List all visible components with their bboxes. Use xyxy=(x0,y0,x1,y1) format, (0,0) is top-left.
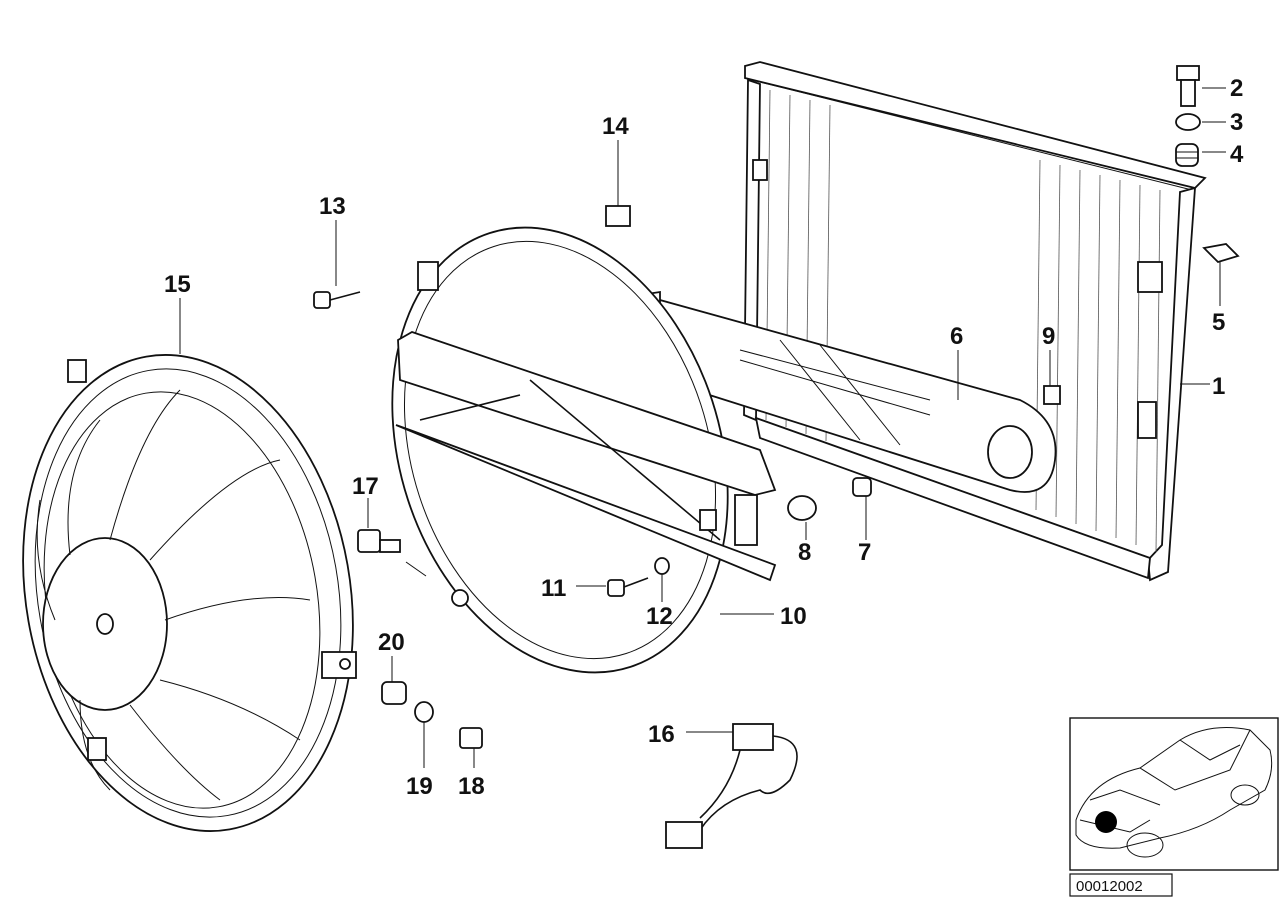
rubber-mount xyxy=(381,681,407,705)
callout-12: 12 xyxy=(646,603,673,630)
callout-8: 8 xyxy=(798,539,811,566)
bolt xyxy=(1176,65,1200,107)
callout-7: 7 xyxy=(858,539,871,566)
callout-20: 20 xyxy=(378,629,405,656)
clip xyxy=(1202,243,1240,264)
washer xyxy=(1175,113,1201,131)
callout-13: 13 xyxy=(319,193,346,220)
callout-18: 18 xyxy=(458,773,485,800)
callout-4: 4 xyxy=(1230,141,1244,168)
callout-17: 17 xyxy=(352,473,379,500)
wiring-harness xyxy=(665,723,798,849)
rubber-bushing xyxy=(1175,143,1199,167)
fan-shroud xyxy=(391,226,777,674)
callout-6: 6 xyxy=(950,323,963,350)
callout-15: 15 xyxy=(164,271,191,298)
callout-5: 5 xyxy=(1212,309,1225,336)
callout-9: 9 xyxy=(1042,323,1055,350)
screw xyxy=(607,577,649,597)
stud-bolt xyxy=(357,529,401,553)
nut-clip xyxy=(1043,385,1061,405)
callout-3: 3 xyxy=(1230,109,1243,136)
callout-11: 11 xyxy=(541,575,566,602)
callout-1: 1 xyxy=(1212,373,1225,400)
hex-nut xyxy=(459,727,483,749)
washer xyxy=(414,701,434,723)
callout-16: 16 xyxy=(648,721,675,748)
fan-assembly xyxy=(22,354,357,832)
washer-small xyxy=(654,557,670,575)
reference-number: 00012002 xyxy=(1076,878,1143,895)
callout-19: 19 xyxy=(406,773,433,800)
radiator-frame xyxy=(743,61,1207,582)
speed-nut xyxy=(605,205,631,227)
callout-14: 14 xyxy=(602,113,629,140)
location-marker xyxy=(1095,811,1117,833)
self-tapping-screw xyxy=(313,291,361,309)
callouts: 1 2 3 4 5 6 7 8 9 10 11 12 13 14 15 16 1… xyxy=(164,75,1244,800)
reference-box: 00012002 xyxy=(1069,873,1173,897)
callout-2: 2 xyxy=(1230,75,1243,102)
inset-car-thumbnail xyxy=(1069,717,1279,871)
callout-10: 10 xyxy=(780,603,807,630)
grommet xyxy=(787,495,817,521)
leader-lines xyxy=(179,87,1226,768)
bushing xyxy=(852,477,872,497)
